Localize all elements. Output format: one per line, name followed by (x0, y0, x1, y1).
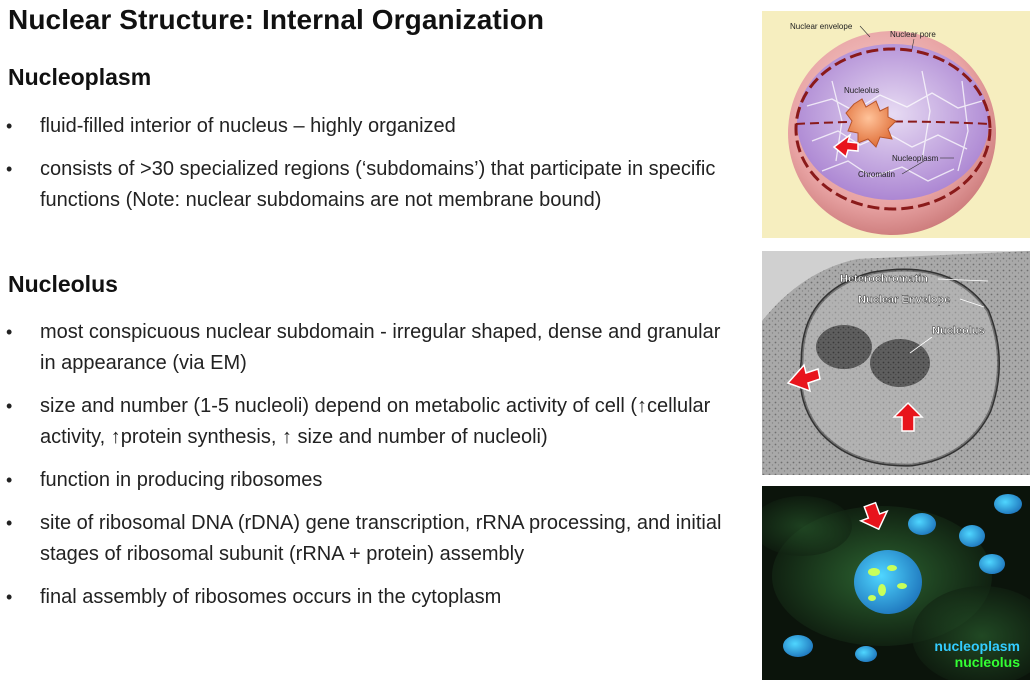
nucleolus-em-left (816, 325, 872, 369)
nucleoplasm-bullet: consists of >30 specialized regions (‘su… (0, 154, 740, 216)
nucleus-blue (783, 635, 813, 657)
nucleus-blue (855, 646, 877, 662)
equator-line (795, 120, 991, 125)
nucleolus-bullet-list: most conspicuous nuclear subdomain - irr… (0, 317, 740, 613)
em-micrograph-figure: Heterochromatin Nuclear Envelope Nucleol… (762, 251, 1030, 475)
nucleolus-bullet: size and number (1-5 nucleoli) depend on… (0, 391, 740, 453)
label-nuclear-pore: Nuclear pore (890, 30, 936, 39)
nucleoli-green (868, 565, 907, 601)
nucleolus-bullet: function in producing ribosomes (0, 465, 740, 496)
nucleolus-bullet: final assembly of ribosomes occurs in th… (0, 582, 740, 613)
fluorescence-micrograph-figure: nucleoplasm nucleolus (762, 486, 1030, 680)
label-heterochromatin: Heterochromatin (840, 273, 928, 285)
label-nuclear-envelope: Nuclear envelope (790, 22, 853, 31)
legend-nucleolus: nucleolus (954, 654, 1020, 670)
nucleolus-bullet: most conspicuous nuclear subdomain - irr… (0, 317, 740, 379)
legend-nucleoplasm: nucleoplasm (934, 638, 1020, 654)
nucleolus-heading: Nucleolus (8, 271, 118, 297)
nucleus-diagram-figure: Nuclear envelope Nuclear pore Nucleolus … (762, 11, 1030, 238)
label-nucleolus-em: Nucleolus (932, 325, 985, 337)
nucleus-blue-main (854, 550, 922, 614)
label-chromatin: Chromatin (858, 170, 895, 179)
nucleus-blue (908, 513, 936, 535)
em-micrograph: Heterochromatin Nuclear Envelope Nucleol… (762, 251, 1030, 475)
nuclear-envelope-line (794, 47, 992, 211)
fluorescence-legend: nucleoplasm nucleolus (934, 638, 1020, 670)
nucleus-blue (979, 554, 1005, 574)
slide-title: Nuclear Structure: Internal Organization (8, 4, 545, 35)
nucleoplasm-bullet-list: fluid-filled interior of nucleus – highl… (0, 111, 740, 216)
nucleolus-bullet: site of ribosomal DNA (rDNA) gene transc… (0, 508, 740, 570)
nucleus-blue (959, 525, 985, 547)
nucleolus-em-right (870, 339, 930, 387)
nucleoplasm-heading: Nucleoplasm (8, 64, 152, 90)
red-arrow-icon (786, 363, 821, 393)
fluorescence-micrograph (762, 486, 1030, 680)
nucleus-diagram: Nuclear envelope Nuclear pore Nucleolus … (762, 11, 1030, 238)
label-nucleolus-diagram: Nucleolus (844, 86, 879, 95)
nucleolus-shape (845, 98, 897, 148)
label-nucleoplasm-diagram: Nucleoplasm (892, 154, 939, 163)
label-nuclear-envelope-em: Nuclear Envelope (858, 294, 950, 306)
nucleus-blue (994, 494, 1022, 514)
nucleoplasm-bullet: fluid-filled interior of nucleus – highl… (0, 111, 740, 142)
red-arrow-icon (892, 401, 924, 432)
red-arrow-icon (832, 133, 859, 159)
red-arrow-icon (858, 501, 889, 531)
